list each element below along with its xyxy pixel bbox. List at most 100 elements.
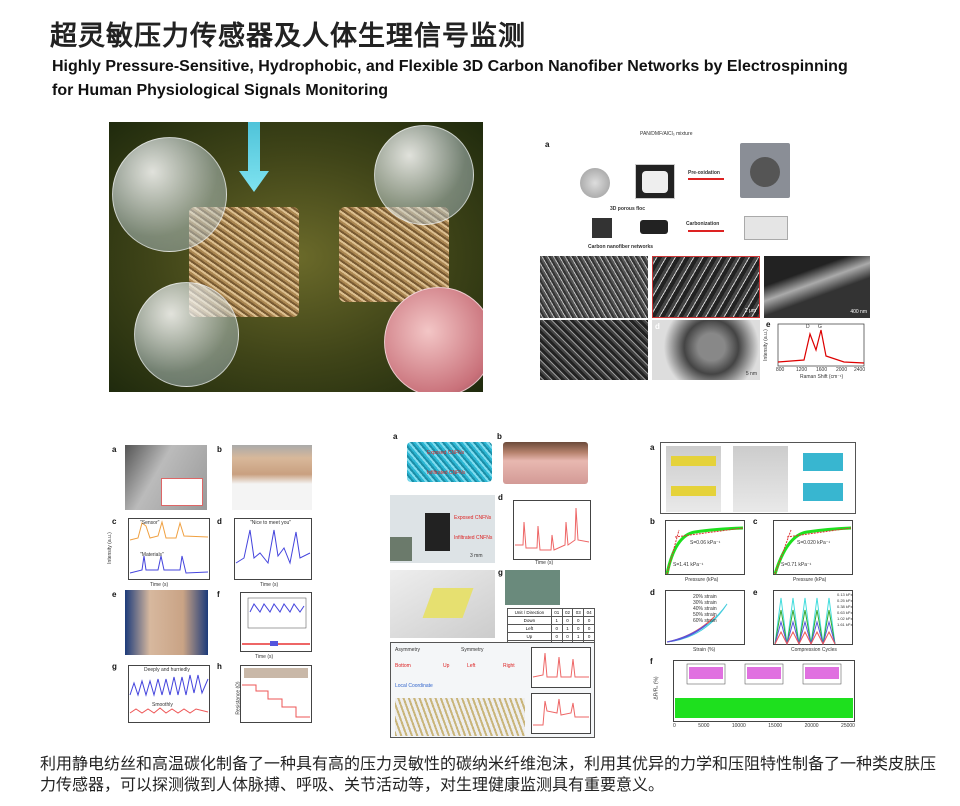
table-cell: 1 [561,624,574,633]
panel-letter: b [497,432,502,441]
panel-letter: g [112,662,117,671]
fabrication-figure: a PAN/DMF/AlCl₃ mixture 3D porous floc P… [540,128,870,382]
tick: 25000 [841,723,855,729]
preoxidation-label: Pre-oxidation [688,170,720,176]
x-axis-label: Time (s) [535,560,554,566]
y-axis-label: Resistance (Ω) [235,681,242,715]
panel-letter: f [217,590,220,599]
sensor-word-label: "Sensor" [140,520,160,526]
floc-label: 3D porous floc [610,206,646,212]
breathing-plot [128,665,210,723]
table-cell: 1 [572,632,585,641]
panel-letter: e [753,588,758,597]
panel-letter: e [112,590,117,599]
panel-letter: c [753,517,758,526]
carbonization-label: Carbonization [686,221,720,227]
throat-photo [232,445,312,510]
table-cell: Up [507,632,552,641]
sem-image-zoom: 400 nm [764,256,870,318]
panel-letter: d [655,322,660,331]
asymmetry-label: Asymmetry [395,647,420,653]
tick: 1600 [816,367,828,373]
deep-breath-label: Deeply and hurriedly [144,667,190,673]
exposed-label: Exposed CNFNs [427,450,465,456]
resistance-time-plot [513,500,591,560]
stress-strain-plot [665,590,745,645]
scale-bar-label: 5 nm [745,371,757,377]
tick: 800 [776,367,785,373]
panel-letter: d [498,493,503,502]
legend-item: 0.13 kPa [837,592,853,597]
infiltrated-label: Infiltrated CNFNs [454,535,493,541]
x-axis-label: Raman Shift (cm⁻¹) [800,374,844,380]
table-cell: 0 [550,632,563,641]
resistance-step-plot [240,665,312,723]
panel-letter: b [217,445,222,454]
scale-bar-label: 400 nm [850,309,867,315]
nice-to-meet-you-label: "Nice to meet you" [250,520,292,526]
networks-label: Carbon nanofiber networks [588,244,654,250]
legend-item: 20% strain [693,594,717,600]
sem-image-c: 2 μm [652,256,760,318]
right-label: Right [503,663,515,669]
smooth-breath-label: Smoothly [152,702,173,708]
scale-bar-label: 3 mm [470,553,483,559]
table-cell: 0 [583,616,595,625]
cnf-block-image [640,220,668,234]
raman-plot [777,323,865,367]
x-axis-label: Time (s) [260,582,279,588]
exposed-label: Exposed CNFNs [454,515,492,521]
scale-bar-label: 2 μm [744,308,756,314]
sensitivity-label: S=0.71 kPa⁻¹ [781,562,812,568]
summary-paragraph: 利用静电纺丝和高温碳化制备了一种具有高的压力灵敏性的碳纳米纤维泡沫，利用其优异的… [40,754,937,794]
sensor-attachment-photos [660,442,856,514]
arrow-right-icon [688,178,724,180]
x-axis-label: Strain (%) [693,647,716,653]
wrist-pulse-photo [125,590,208,655]
y-axis-label: Intensity (a.u.) [106,532,113,564]
panel-letter: c [112,517,117,526]
mixture-label: PAN/DMF/AlCl₃ mixture [640,131,693,137]
panel-letter: a [545,140,550,149]
table-cell: 0 [561,632,574,641]
tick: 5000 [698,723,710,729]
panel-letter: g [498,568,503,577]
collector-image [580,168,610,198]
arrow-left-icon [688,230,724,232]
multidirectional-sensor-photo [505,570,560,605]
sensitivity-label: S=0.06 kPa⁻¹ [690,540,721,546]
panel-letter: b [650,517,655,526]
table-cell: Left [507,624,552,633]
materials-word-label: "Materials" [140,552,164,558]
table-cell: 0 [583,624,595,633]
flower-bubble [112,137,227,252]
table-cell: 0 [583,632,595,641]
skin-diagram [503,442,588,484]
legend-item: 0.38 kPa [837,604,853,609]
physiological-signals-figure: a b c "Sensor" "Materials" Time (s) Inte… [106,440,330,730]
left-label: Left [467,663,476,669]
sem-image-b [540,256,648,318]
table-cell: 1 [550,616,563,625]
table-header-cell: 01 [550,608,563,617]
sensitivity-plot-b [665,520,745,575]
table-cell: 0 [572,624,585,633]
panel-letter: e [766,320,771,329]
pulse-voltage-plot [240,592,312,652]
legend-item: 40% strain [693,606,717,612]
water-droplet-bubble [134,282,239,387]
page-title: 超灵敏压力传感器及人体生理信号监测 [50,21,526,52]
cyclic-response-plot [773,590,853,645]
floc-photo [635,164,675,199]
x-axis-label: Pressure (kPa) [685,577,719,583]
panel-letter: a [650,443,655,452]
symmetry-label: Symmetry [461,647,484,653]
x-axis-label: Pressure (kPa) [793,577,827,583]
